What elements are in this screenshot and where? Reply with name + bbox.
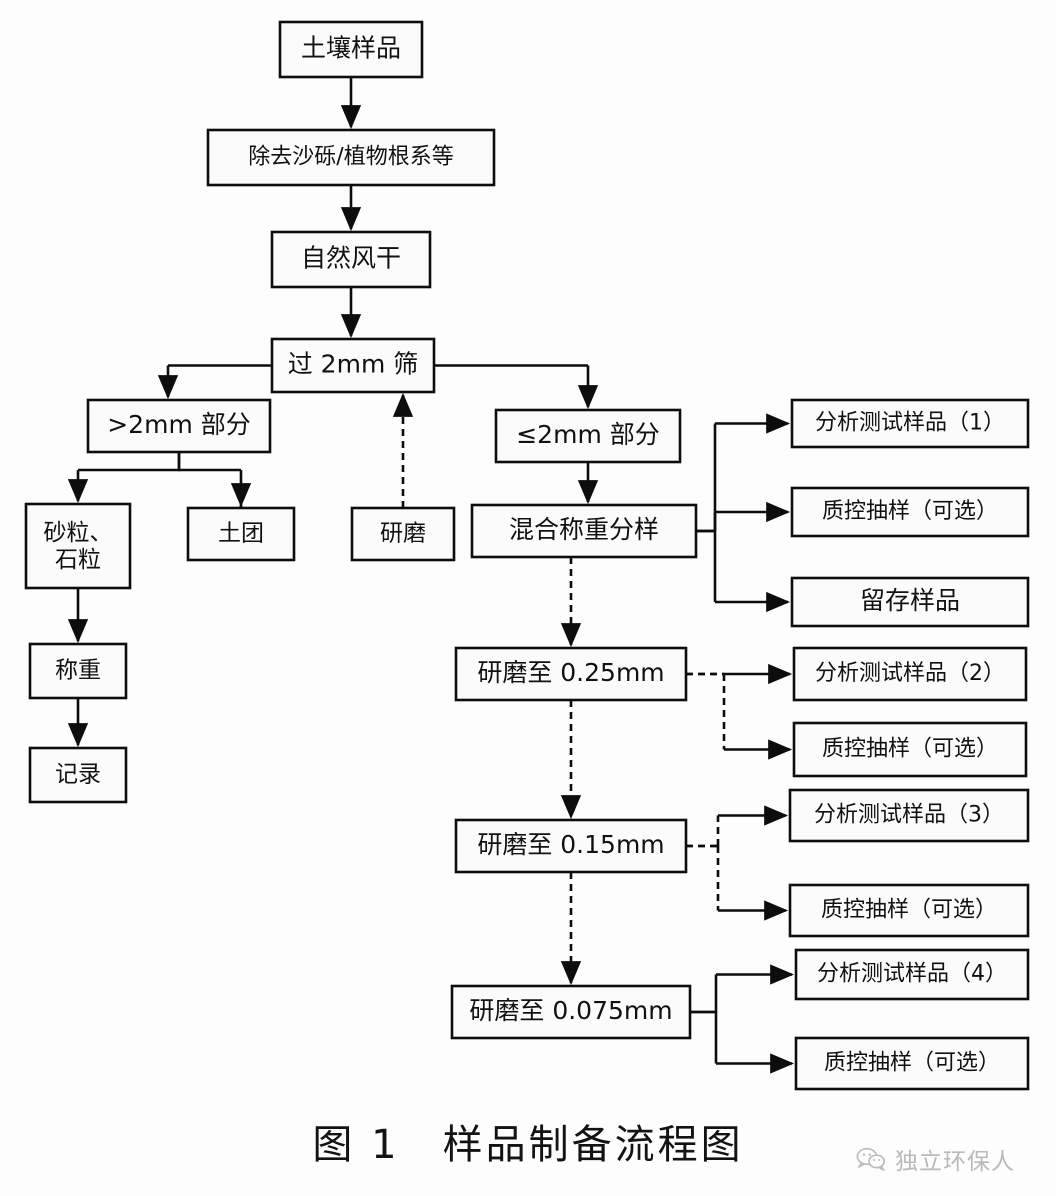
svg-text:分析测试样品（3）: 分析测试样品（3）	[814, 803, 1004, 828]
flow-node-n11: ≤2mm 部分	[494, 408, 682, 464]
svg-text:质控抽样（可选）: 质控抽样（可选）	[822, 499, 998, 524]
svg-text:混合称重分样: 混合称重分样	[509, 515, 659, 544]
svg-text:除去沙砾/植物根系等: 除去沙砾/植物根系等	[248, 145, 453, 170]
svg-text:质控抽样（可选）: 质控抽样（可选）	[821, 898, 997, 923]
svg-text:自然风干: 自然风干	[301, 244, 401, 273]
svg-text:研磨至 0.075mm: 研磨至 0.075mm	[469, 996, 672, 1025]
svg-text:研磨: 研磨	[380, 521, 426, 547]
flow-node-n5: >2mm 部分	[86, 398, 272, 454]
flow-node-r9: 质控抽样（可选）	[794, 1036, 1030, 1091]
flow-node-r1: 分析测试样品（1）	[790, 398, 1030, 449]
wechat-icon	[856, 1147, 886, 1171]
flow-node-n8: 记录	[28, 746, 128, 804]
svg-text:≤2mm 部分: ≤2mm 部分	[516, 420, 660, 449]
flow-node-n12: 混合称重分样	[470, 503, 698, 559]
svg-text:留存样品: 留存样品	[860, 586, 960, 615]
svg-text:砂粒、石粒: 砂粒、石粒	[44, 520, 113, 573]
svg-text:分析测试样品（4）: 分析测试样品（4）	[817, 962, 1007, 987]
flow-node-n3: 自然风干	[270, 230, 432, 289]
svg-text:土壤样品: 土壤样品	[301, 34, 401, 63]
flow-node-n2: 除去沙砾/植物根系等	[206, 128, 496, 187]
svg-text:记录: 记录	[55, 762, 101, 788]
svg-text:质控抽样（可选）: 质控抽样（可选）	[822, 737, 998, 762]
flow-node-n7: 称重	[28, 642, 128, 700]
flow-node-r3: 留存样品	[790, 576, 1030, 628]
watermark: 独立环保人	[856, 1142, 1015, 1176]
flow-connector	[177, 452, 241, 472]
flow-node-n14: 研磨至 0.15mm	[454, 818, 688, 874]
flow-node-n9: 土团	[186, 506, 296, 562]
svg-text:质控抽样（可选）: 质控抽样（可选）	[824, 1051, 1000, 1076]
svg-text:土团: 土团	[218, 521, 264, 547]
flow-node-n6: 砂粒、石粒	[24, 502, 132, 590]
flow-node-r5: 质控抽样（可选）	[792, 721, 1028, 778]
svg-text:分析测试样品（1）: 分析测试样品（1）	[815, 411, 1005, 436]
flow-node-r4: 分析测试样品（2）	[792, 646, 1028, 702]
flow-connector	[78, 452, 181, 472]
flow-node-r6: 分析测试样品（3）	[788, 788, 1030, 843]
svg-text:称重: 称重	[55, 658, 101, 684]
svg-text:>2mm 部分: >2mm 部分	[107, 410, 251, 439]
watermark-label: 独立环保人	[895, 1149, 1015, 1175]
svg-text:过 2mm 筛: 过 2mm 筛	[288, 350, 419, 379]
flow-node-n15: 研磨至 0.075mm	[450, 984, 692, 1040]
svg-text:分析测试样品（2）: 分析测试样品（2）	[815, 661, 1005, 686]
flow-node-n10: 研磨	[350, 506, 456, 562]
flow-node-r8: 分析测试样品（4）	[794, 948, 1030, 1001]
flow-node-r7: 质控抽样（可选）	[788, 883, 1030, 938]
flow-node-r2: 质控抽样（可选）	[790, 486, 1030, 538]
figure-caption: 图 1 样品制备流程图	[312, 1122, 744, 1168]
svg-text:研磨至 0.15mm: 研磨至 0.15mm	[477, 830, 664, 859]
flow-node-n1: 土壤样品	[278, 20, 424, 79]
edge-layer	[67, 77, 795, 1074]
svg-text:研磨至 0.25mm: 研磨至 0.25mm	[477, 658, 664, 687]
flow-node-n4: 过 2mm 筛	[270, 337, 436, 394]
flow-node-n13: 研磨至 0.25mm	[454, 646, 688, 702]
